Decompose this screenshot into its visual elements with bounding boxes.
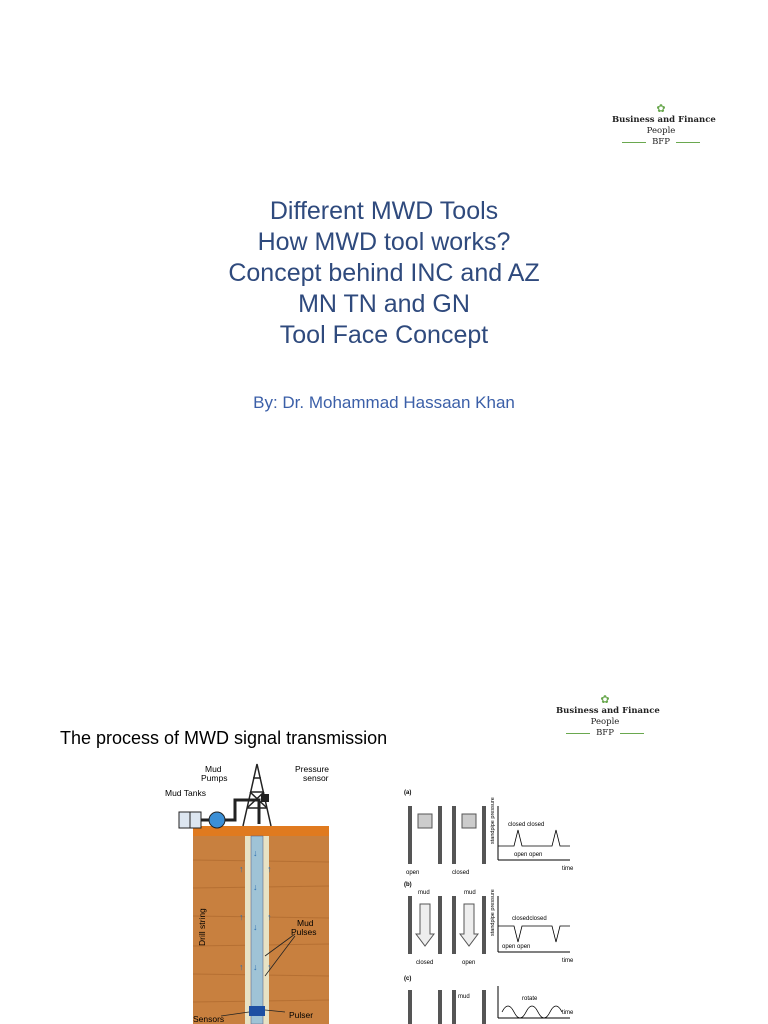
label-time-a: time [562,866,574,872]
svg-text:↑: ↑ [239,962,244,972]
ground-surface [193,826,329,836]
label-standpipe-pressure-b: standpipe pressure [490,889,496,936]
author-byline: By: Dr. Mohammad Hassaan Khan [253,393,515,412]
svg-text:↑: ↑ [267,912,272,922]
label-open-open-a: open open [514,852,542,858]
label-closed-closed-b: closedclosed [512,916,547,922]
label-mud-b2: mud [464,890,476,896]
bfp-logo: ✿ Business and Finance People BFP [612,102,716,148]
logo-rule-right [675,142,700,143]
label-drill-string: Drill string [197,908,207,946]
logo-line1: Business and Finance [612,115,716,125]
svg-text:↑: ↑ [267,962,272,972]
panel-c-label: (c) [404,976,411,982]
title-line-1: Different MWD Tools [269,197,499,225]
svg-text:↓: ↓ [253,962,258,972]
label-sensors: Sensors [193,1014,224,1024]
pulser-icon [249,1006,265,1016]
pressure-sensor-icon [261,794,269,802]
label-closed-closed-a: closed closed [508,822,544,828]
logo-line2: People [646,126,676,136]
slide-title: Different MWD Tools How MWD tool works? … [0,196,768,351]
title-slide: ✿ Business and Finance People BFP Differ… [0,102,768,412]
svg-text:↓: ↓ [253,882,258,892]
leaf-icon: ✿ [656,102,666,115]
title-line-5: Tool Face Concept [279,321,489,349]
logo-line3: BFP [596,728,614,738]
label-open-a: open [406,870,419,876]
title-line-2: How MWD tool works? [257,228,511,256]
label-rotate: rotate [522,996,538,1002]
label-mud-c: mud [458,994,470,1000]
logo-line2: People [590,717,620,727]
svg-text:↓: ↓ [253,922,258,932]
panel-a-label: (a) [404,790,411,796]
pulse-wave-a [498,829,570,847]
logo-rule-left [622,142,647,143]
label-open-b: open [462,960,475,966]
logo-rule-left [566,733,591,734]
label-open-open-b: open open [502,944,530,950]
logo-line1: Business and Finance [556,706,660,716]
content-slide: ✿ Business and Finance People BFP The pr… [0,672,768,1024]
label-time-c: time [562,1010,574,1016]
panel-b-label: (b) [404,882,412,888]
svg-text:↑: ↑ [239,864,244,874]
label-closed-b: closed [416,960,433,966]
label-pulser: Pulser [289,1010,313,1020]
pulse-wave-b [498,925,570,943]
label-closed-a: closed [452,870,469,876]
label-standpipe-pressure-a: standpipe pressure [490,797,496,844]
label-mud-tanks: Mud Tanks [165,788,206,798]
leaf-icon: ✿ [600,693,610,706]
logo-line3: BFP [652,137,670,147]
title-line-3: Concept behind INC and AZ [228,259,540,287]
svg-text:↓: ↓ [253,848,258,858]
logo-rule-right [619,733,644,734]
pulse-wave-c [501,1005,563,1019]
bfp-logo-2: ✿ Business and Finance People BFP [556,693,660,739]
svg-text:↑: ↑ [239,912,244,922]
title-line-4: MN TN and GN [298,290,470,318]
svg-text:↑: ↑ [267,864,272,874]
pulse-telemetry-diagram: (a) open closed closed closed open open … [404,790,574,1024]
drill-pipe [250,835,264,1024]
label-time-b: time [562,958,574,964]
slide-heading: The process of MWD signal transmission [60,728,388,748]
label-mud-b1: mud [418,890,430,896]
mud-pump-icon [208,811,226,829]
